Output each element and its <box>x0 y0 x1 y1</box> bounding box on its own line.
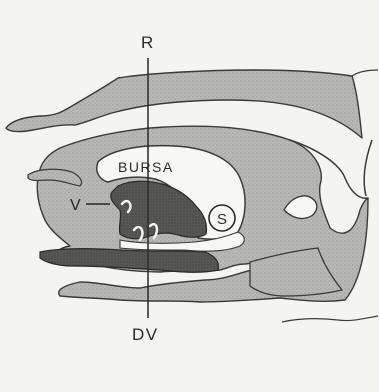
label-v: V <box>70 197 82 214</box>
label-bursa: BURSA <box>118 159 174 175</box>
label-s: S <box>217 211 229 228</box>
label-dv: DV <box>132 325 159 344</box>
label-r: R <box>141 33 155 52</box>
